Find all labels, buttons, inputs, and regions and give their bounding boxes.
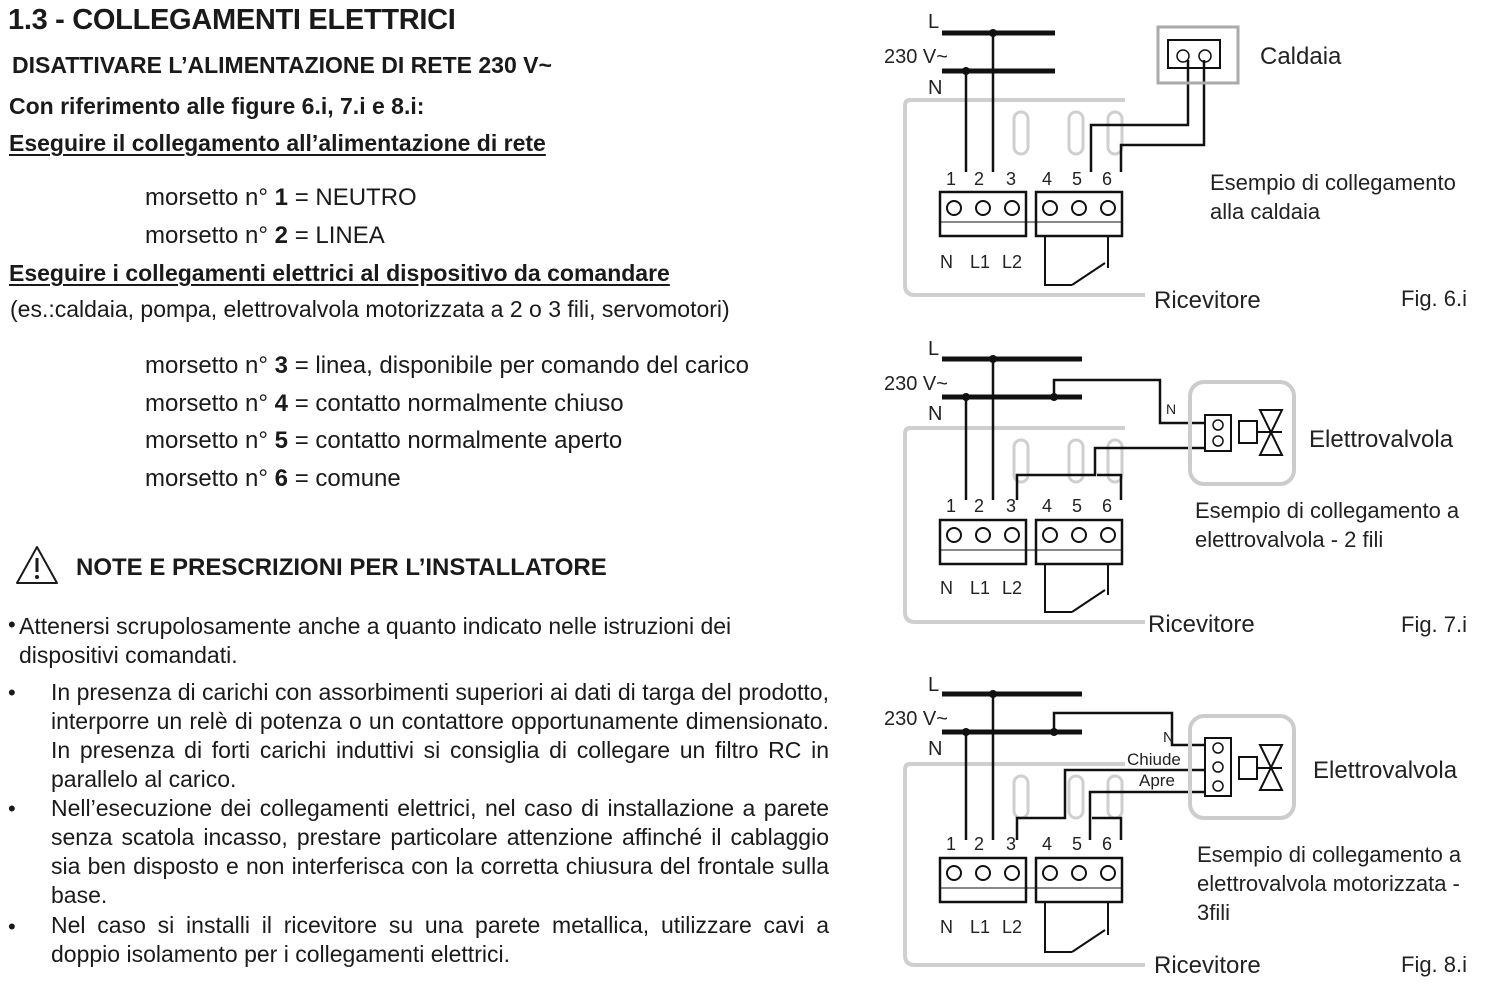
bottom-label: L2 — [1002, 917, 1022, 937]
wiring-diagrams: L 230 V~ N Caldaia 1 2 3 4 5 6 — [884, 11, 1467, 979]
caption-line: Esempio di collegamento — [1210, 170, 1456, 195]
wire-n-label: N — [1163, 729, 1174, 746]
terminal-line-4: morsetto n° 4 = contatto normalmente chi… — [145, 390, 624, 417]
terminal-num: 1 — [946, 169, 956, 189]
caption-line: elettrovalvola motorizzata - — [1197, 871, 1460, 896]
bullet: • — [8, 914, 16, 939]
terminal-num: 1 — [946, 496, 956, 516]
device-example: (es.:caldaia, pompa, elettrovalvola moto… — [10, 296, 730, 322]
terminal-num: 4 — [1042, 834, 1052, 854]
notes-title: NOTE E PRESCRIZIONI PER L’INSTALLATORE — [76, 554, 607, 581]
terminal-line-6: morsetto n° 6 = comune — [145, 465, 401, 492]
terminal-line-1: morsetto n° 1 = NEUTRO — [145, 184, 417, 211]
caption-line: Esempio di collegamento a — [1197, 842, 1462, 867]
figure-number: Fig. 6.i — [1401, 286, 1467, 311]
wire-close-label: Chiude — [1127, 750, 1181, 769]
bullet: • — [8, 680, 16, 705]
voltage-label: 230 V~ — [884, 708, 948, 730]
terminal-num: 5 — [1072, 169, 1082, 189]
line-label: L — [928, 674, 939, 696]
terminal-num: 2 — [974, 834, 984, 854]
terminal-num: 2 — [974, 496, 984, 516]
power-warning-line: DISATTIVARE L’ALIMENTAZIONE DI RETE 230 … — [12, 52, 552, 78]
note-item-3: Nel caso si installi il ricevitore su un… — [51, 912, 829, 967]
figure-7-diagram: L 230 V~ N N Elettrovalvola 1 2 3 4 5 6 — [884, 338, 1467, 638]
terminal-num: 1 — [946, 834, 956, 854]
neutral-label: N — [928, 738, 942, 760]
receiver-label: Ricevitore — [1154, 952, 1261, 979]
terminal-num: 2 — [974, 169, 984, 189]
figure-reference: Con riferimento alle figure 6.i, 7.i e 8… — [9, 93, 425, 119]
terminal-num: 5 — [1072, 496, 1082, 516]
line-label: L — [928, 338, 939, 360]
device-label: Elettrovalvola — [1313, 757, 1458, 784]
bottom-label: N — [940, 578, 953, 598]
section-title: 1.3 - COLLEGAMENTI ELETTRICI — [8, 4, 456, 36]
terminal-num: 6 — [1102, 169, 1112, 189]
note-item-2: Nell’esecuzione dei collegamenti elettri… — [51, 795, 829, 908]
mains-heading: Eseguire il collegamento all’alimentazio… — [9, 130, 546, 156]
bottom-label: L1 — [970, 917, 990, 937]
caption-line: alla caldaia — [1210, 199, 1321, 224]
figure-8-diagram: L 230 V~ N N Chiude Apre Elettrovalvola … — [884, 674, 1467, 979]
terminal-num: 6 — [1102, 496, 1112, 516]
bullet: • — [8, 796, 16, 821]
wire-n-label: N — [1166, 401, 1176, 417]
wire-open-label: Apre — [1139, 771, 1175, 790]
note-first: Attenersi scrupolosamente anche a quanto… — [19, 613, 732, 668]
warning-triangle-icon — [14, 544, 60, 591]
terminal-num: 4 — [1042, 169, 1052, 189]
neutral-label: N — [928, 403, 942, 425]
figure-number: Fig. 7.i — [1401, 612, 1467, 637]
terminal-line-5: morsetto n° 5 = contatto normalmente ape… — [145, 427, 623, 454]
terminal-num: 3 — [1006, 496, 1016, 516]
figure-number: Fig. 8.i — [1401, 952, 1467, 977]
device-heading: Eseguire i collegamenti elettrici al dis… — [9, 260, 670, 286]
terminal-line-3: morsetto n° 3 = linea, disponibile per c… — [145, 352, 749, 379]
terminal-line-2: morsetto n° 2 = LINEA — [145, 222, 385, 249]
receiver-label: Ricevitore — [1148, 611, 1255, 638]
line-label: L — [928, 11, 939, 33]
device-label: Elettrovalvola — [1309, 426, 1454, 453]
figure-6-diagram: L 230 V~ N Caldaia 1 2 3 4 5 6 — [884, 11, 1467, 314]
bottom-label: L2 — [1002, 252, 1022, 272]
bottom-label: L1 — [970, 578, 990, 598]
receiver-label: Ricevitore — [1154, 287, 1261, 314]
bullet: • — [8, 612, 16, 637]
bottom-label: L2 — [1002, 578, 1022, 598]
terminal-num: 3 — [1006, 169, 1016, 189]
note-item-1: In presenza di carichi con assorbimenti … — [51, 679, 829, 792]
bottom-label: L1 — [970, 252, 990, 272]
device-label: Caldaia — [1260, 43, 1342, 70]
bottom-label: N — [940, 917, 953, 937]
voltage-label: 230 V~ — [884, 373, 948, 395]
terminal-num: 5 — [1072, 834, 1082, 854]
terminal-num: 6 — [1102, 834, 1112, 854]
caption-line: 3fili — [1197, 900, 1230, 925]
caption-line: elettrovalvola - 2 fili — [1195, 527, 1383, 552]
terminal-num: 3 — [1006, 834, 1016, 854]
bottom-label: N — [940, 252, 953, 272]
voltage-label: 230 V~ — [884, 46, 948, 68]
caption-line: Esempio di collegamento a — [1195, 498, 1460, 523]
terminal-num: 4 — [1042, 496, 1052, 516]
neutral-label: N — [928, 77, 942, 99]
